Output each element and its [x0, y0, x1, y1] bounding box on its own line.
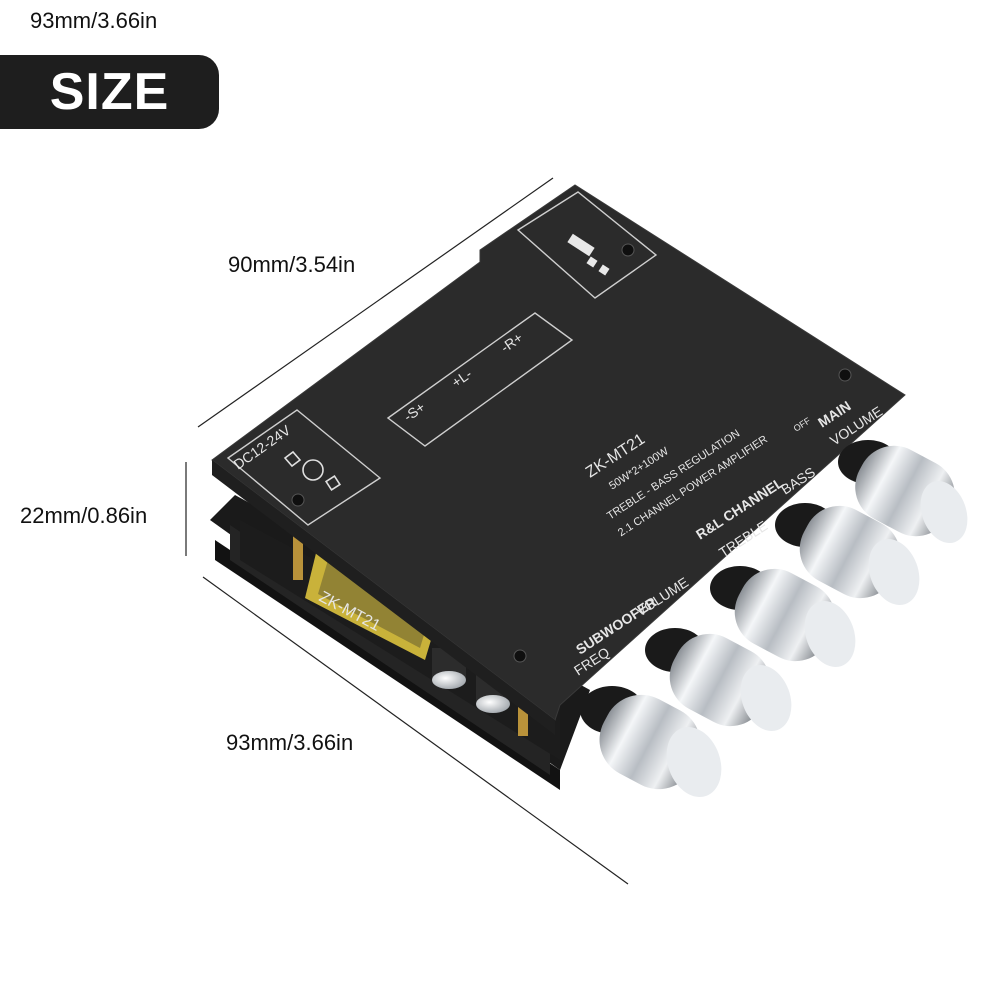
width-dimension-label: 90mm/3.54in [228, 252, 356, 277]
screw-icon [621, 243, 635, 257]
knob-sub-volume[interactable] [645, 621, 800, 739]
terminal-label-box [386, 312, 574, 447]
mini-window-box [516, 191, 658, 299]
size-badge: SIZE [0, 55, 219, 129]
height-dimension-label: 22mm/0.86in [20, 503, 148, 528]
standoff-right [518, 688, 528, 736]
standoff-left [293, 528, 303, 580]
board-body: ZK-MT21 [210, 495, 590, 790]
top-plate [211, 184, 906, 721]
screw-icon [513, 649, 527, 663]
screw-icon [838, 368, 852, 382]
dc-jack-icon [283, 450, 342, 492]
dimension-lines [185, 177, 629, 885]
knob-treble[interactable] [710, 556, 864, 674]
knob-main-volume[interactable] [838, 433, 976, 550]
knob-freq[interactable] [580, 681, 731, 804]
knob-bass[interactable] [775, 493, 928, 612]
top-dimension-label: 93mm/3.66in [30, 8, 158, 33]
screw-icon [291, 493, 305, 507]
size-badge-label: SIZE [49, 63, 170, 121]
power-input-box [226, 409, 382, 526]
bluetooth-window-icon [567, 233, 610, 276]
depth-dimension-label: 93mm/3.66in [226, 730, 354, 755]
